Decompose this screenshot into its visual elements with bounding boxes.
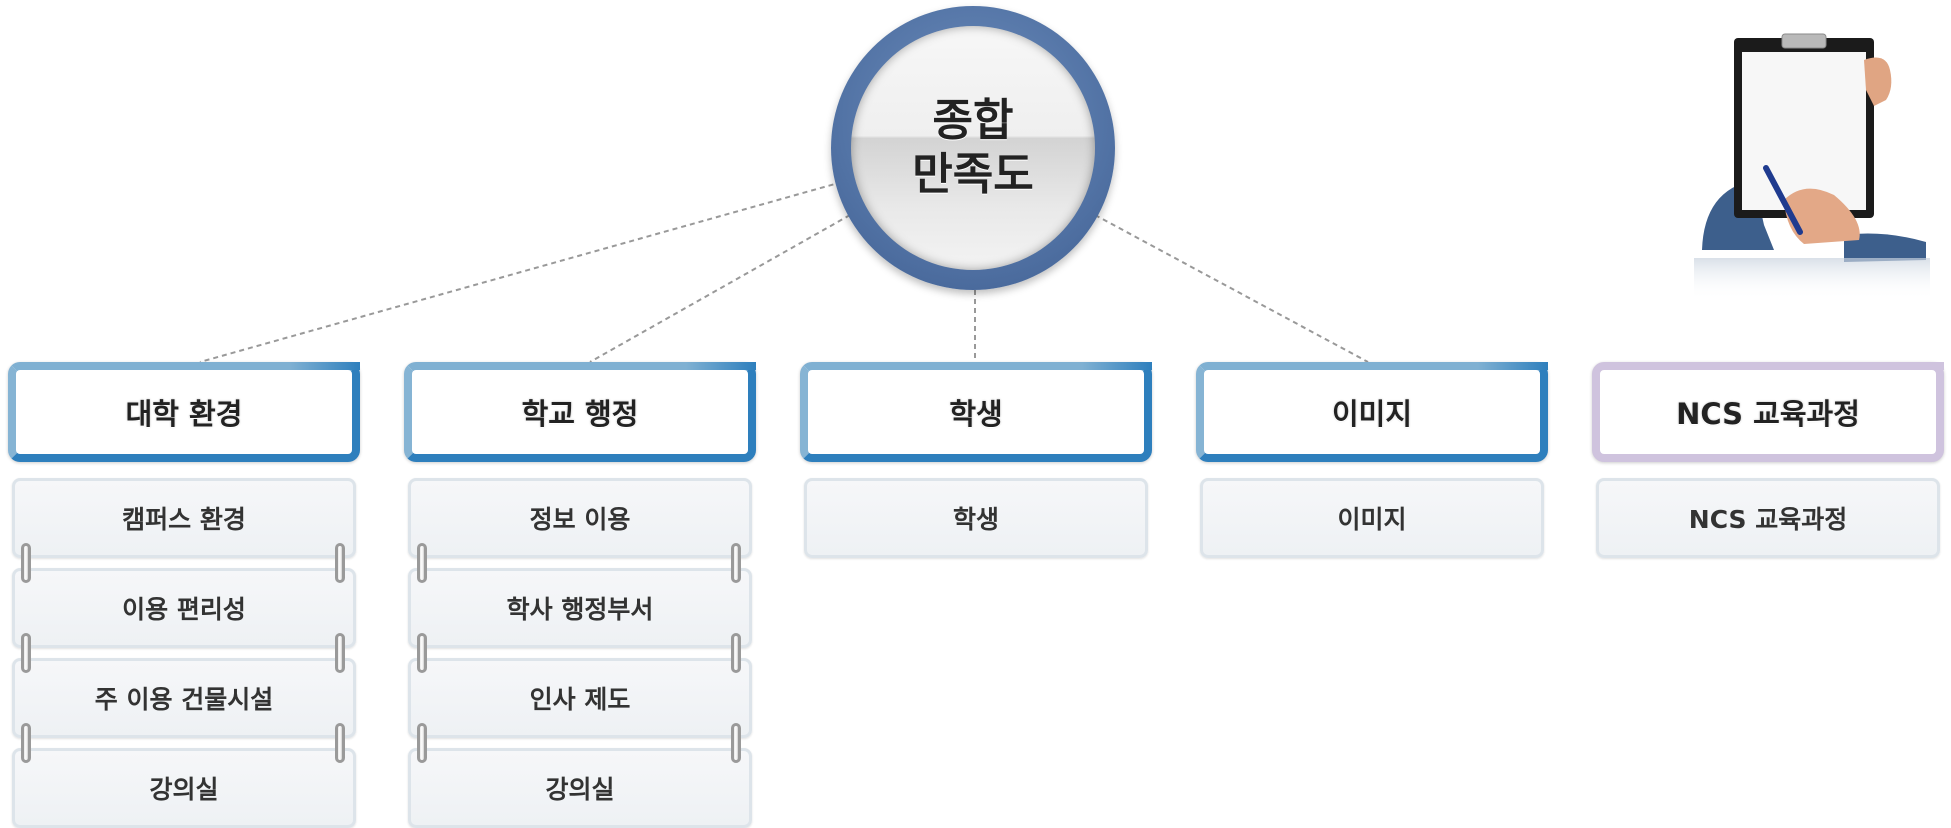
binder-ring-icon [21, 723, 31, 763]
list-item: NCS 교육과정 [1596, 478, 1940, 558]
list-item: 이미지 [1200, 478, 1544, 558]
item-label: 이용 편리성 [122, 595, 246, 624]
connector-school-administration [589, 214, 851, 363]
binder-ring-icon [417, 633, 427, 673]
list-item: 학사 행정부서 [408, 568, 752, 648]
binder-ring-icon [335, 633, 345, 673]
category-header-university-environment: 대학 환경 [8, 362, 360, 462]
item-label: NCS 교육과정 [1688, 505, 1848, 534]
binder-ring-icon [335, 543, 345, 583]
category-header-ncs-curriculum: NCS 교육과정 [1592, 362, 1944, 462]
item-label: 강의실 [545, 775, 615, 804]
category-header-school-administration: 학교 행정 [404, 362, 756, 462]
binder-ring-icon [731, 723, 741, 763]
category-header-label: 대학 환경 [125, 397, 243, 431]
item-label: 학생 [952, 505, 999, 534]
category-header-student: 학생 [800, 362, 1152, 462]
binder-ring-icon [21, 633, 31, 673]
list-item: 인사 제도 [408, 658, 752, 738]
clipboard-with-pen-icon [1694, 33, 1930, 300]
hub-title-line1: 종합 [932, 95, 1014, 146]
category-header-label: 학교 행정 [521, 397, 639, 431]
connector-university-environment [199, 181, 843, 363]
binder-ring-icon [731, 543, 741, 583]
item-label: 주 이용 건물시설 [94, 685, 274, 714]
item-label: 정보 이용 [529, 505, 631, 534]
binder-ring-icon [731, 633, 741, 673]
hub-inner-disc: 종합 만족도 [851, 26, 1095, 270]
connector-image [1094, 214, 1369, 363]
category-header-label: NCS 교육과정 [1676, 397, 1860, 431]
binder-ring-icon [335, 723, 345, 763]
item-label: 캠퍼스 환경 [122, 505, 246, 534]
list-item: 강의실 [12, 748, 356, 828]
item-label: 이미지 [1337, 505, 1407, 534]
list-item: 이용 편리성 [12, 568, 356, 648]
list-item: 강의실 [408, 748, 752, 828]
overall-satisfaction-hub: 종합 만족도 [831, 6, 1115, 290]
item-label: 인사 제도 [529, 685, 631, 714]
list-item: 캠퍼스 환경 [12, 478, 356, 558]
list-item: 주 이용 건물시설 [12, 658, 356, 738]
item-label: 학사 행정부서 [506, 595, 654, 624]
item-label: 강의실 [149, 775, 219, 804]
hub-title-line2: 만족도 [912, 149, 1034, 200]
binder-ring-icon [417, 543, 427, 583]
binder-ring-icon [21, 543, 31, 583]
category-header-label: 이미지 [1331, 397, 1413, 431]
list-item: 학생 [804, 478, 1148, 558]
category-header-image: 이미지 [1196, 362, 1548, 462]
binder-ring-icon [417, 723, 427, 763]
list-item: 정보 이용 [408, 478, 752, 558]
category-header-label: 학생 [949, 397, 1003, 431]
